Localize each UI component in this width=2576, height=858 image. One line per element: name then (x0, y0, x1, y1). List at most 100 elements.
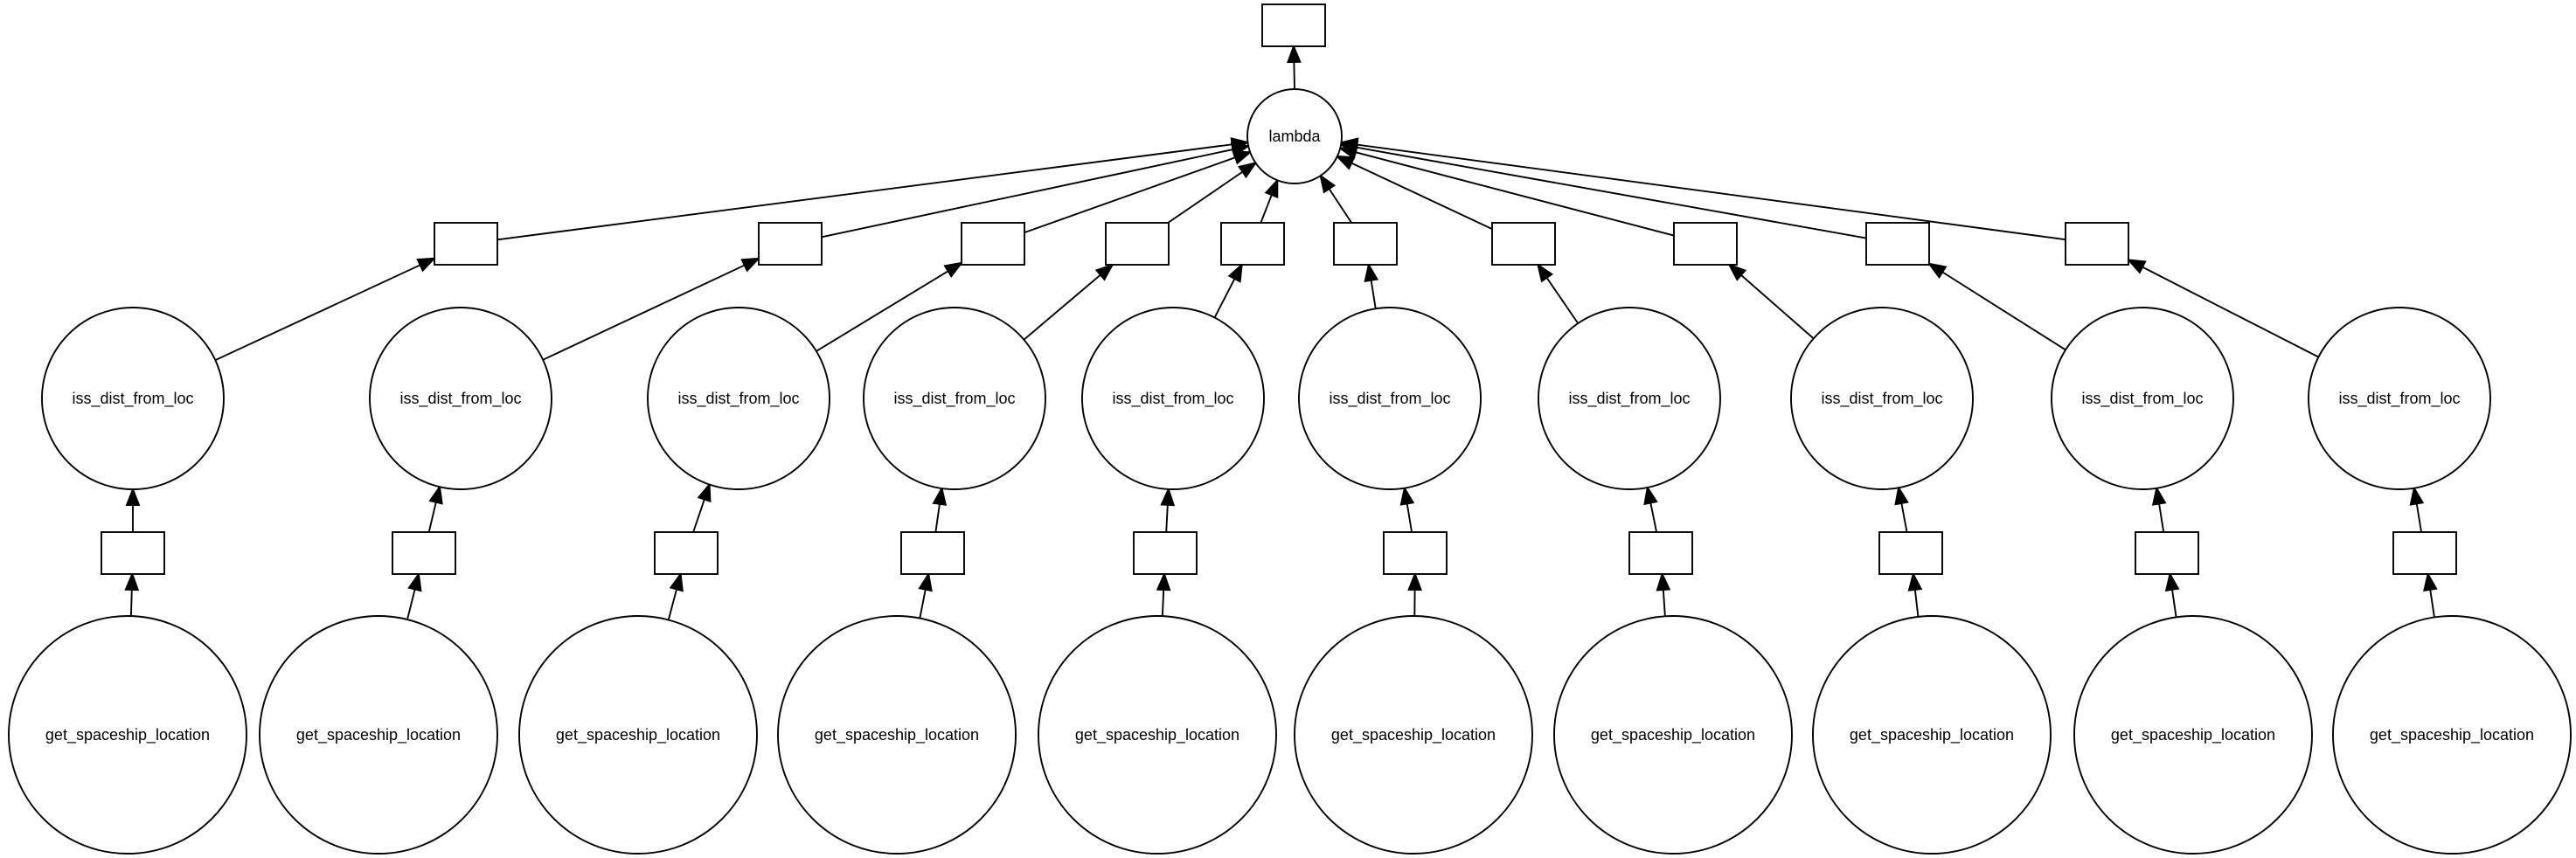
edge-lambda-to-output (1286, 44, 1302, 90)
get-spaceship-location-node (777, 615, 1017, 855)
iss-dist-from-loc-label: iss_dist_from_loc (2338, 390, 2460, 408)
intermediate-node (1333, 222, 1398, 266)
get-spaceship-location-node (2073, 615, 2313, 855)
iss-dist-from-loc-label: iss_dist_from_loc (2081, 390, 2203, 408)
location-result-node (900, 531, 965, 575)
edge-result-to-iss (125, 487, 141, 532)
get-spaceship-location-node (1038, 615, 1277, 855)
edge-line (1941, 271, 2066, 351)
edge-line (816, 270, 949, 352)
edge-line (2429, 589, 2435, 618)
edge-line (692, 499, 705, 533)
arrowhead (1286, 44, 1302, 64)
arrowhead (1264, 177, 1279, 199)
iss-dist-from-loc-node (369, 307, 552, 490)
edge-iss-to-intermediate (1023, 263, 1114, 341)
edge-line (1213, 278, 1236, 318)
edge-line (1165, 504, 1169, 533)
edge-iss-to-intermediate (1927, 262, 2066, 351)
arrowhead (1727, 263, 1747, 281)
iss-dist-from-loc-label: iss_dist_from_loc (72, 390, 193, 408)
edge-intermediate-to-lambda (821, 142, 1251, 239)
location-result-node (101, 531, 165, 575)
arrowhead (124, 571, 140, 592)
arrowhead (1894, 485, 1909, 506)
edge-line (496, 143, 1232, 241)
arrowhead (932, 486, 948, 506)
edge-iss-to-intermediate (1727, 263, 1815, 340)
edge-iss-to-intermediate (1536, 262, 1580, 324)
get-spaceship-location-label: get_spaceship_location (1075, 726, 1239, 744)
arrowhead (1338, 137, 1359, 153)
edge-get-to-result (2164, 571, 2180, 618)
arrowhead (1156, 571, 1171, 592)
location-result-node (1878, 531, 1943, 575)
edge-intermediate-to-lambda (1338, 137, 2066, 241)
location-result-node (1133, 531, 1198, 575)
edge-line (934, 503, 941, 533)
arrowhead (428, 484, 443, 505)
edge-line (1357, 143, 2066, 241)
edge-intermediate-to-lambda (1338, 140, 1867, 239)
edge-line (1293, 61, 1295, 90)
get-spaceship-location-node (8, 615, 247, 855)
arrowhead (1227, 262, 1243, 283)
get-spaceship-location-node (518, 615, 758, 855)
iss-dist-from-loc-node (863, 307, 1046, 490)
location-result-node (2392, 531, 2457, 575)
edge-get-to-result (667, 571, 684, 620)
edge-result-to-iss (2409, 486, 2425, 533)
arrowhead (1094, 263, 1114, 281)
edge-get-to-result (1656, 571, 1671, 617)
intermediate-node (1491, 222, 1556, 266)
edge-line (1662, 589, 1666, 617)
iss-dist-from-loc-label: iss_dist_from_loc (1112, 390, 1233, 408)
location-result-node (654, 531, 719, 575)
get-spaceship-location-node (1812, 615, 2052, 855)
arrowhead (1656, 571, 1671, 592)
edge-get-to-result (1407, 571, 1422, 617)
arrowhead (2126, 259, 2147, 274)
edge-iss-to-intermediate (214, 257, 437, 362)
edge-line (1406, 503, 1413, 533)
get-spaceship-location-node (1553, 615, 1793, 855)
edge-line (1355, 151, 1675, 237)
iss-dist-from-loc-node (2051, 307, 2234, 490)
arrowhead (1399, 486, 1415, 506)
edge-get-to-result (124, 571, 140, 617)
arrowhead (1536, 262, 1554, 283)
edge-result-to-iss (1399, 486, 1415, 533)
arrowhead (1335, 155, 1356, 170)
arrowhead (2164, 571, 2180, 592)
edge-iss-to-intermediate (1364, 262, 1379, 309)
edge-line (1328, 188, 1352, 224)
arrowhead (697, 482, 712, 503)
edge-get-to-result (1907, 571, 1923, 618)
edge-line (2142, 266, 2319, 358)
edge-iss-to-intermediate (2126, 259, 2319, 358)
get-spaceship-location-label: get_spaceship_location (556, 726, 720, 744)
edge-line (1370, 280, 1377, 309)
edge-result-to-iss (692, 482, 712, 533)
arrowhead (125, 487, 141, 506)
get-spaceship-location-label: get_spaceship_location (296, 726, 461, 744)
edge-line (2415, 503, 2423, 533)
edge-line (129, 589, 133, 617)
edge-line (406, 589, 416, 620)
iss-dist-from-loc-node (41, 307, 225, 490)
arrowhead (1407, 571, 1422, 592)
edge-result-to-iss (2151, 486, 2167, 533)
get-spaceship-location-label: get_spaceship_location (1331, 726, 1496, 744)
edge-intermediate-to-lambda (1167, 161, 1258, 224)
edge-result-to-iss (1894, 485, 1909, 533)
get-spaceship-location-label: get_spaceship_location (45, 726, 210, 744)
get-spaceship-location-label: get_spaceship_location (1850, 726, 2014, 744)
arrowhead (1364, 262, 1379, 283)
get-spaceship-location-label: get_spaceship_location (2111, 726, 2275, 744)
iss-dist-from-loc-label: iss_dist_from_loc (893, 390, 1015, 408)
arrowhead (2151, 486, 2167, 506)
iss-dist-from-loc-label: iss_dist_from_loc (1329, 390, 1450, 408)
get-spaceship-location-node (259, 615, 498, 855)
location-result-node (2135, 531, 2199, 575)
intermediate-node (961, 222, 1025, 266)
